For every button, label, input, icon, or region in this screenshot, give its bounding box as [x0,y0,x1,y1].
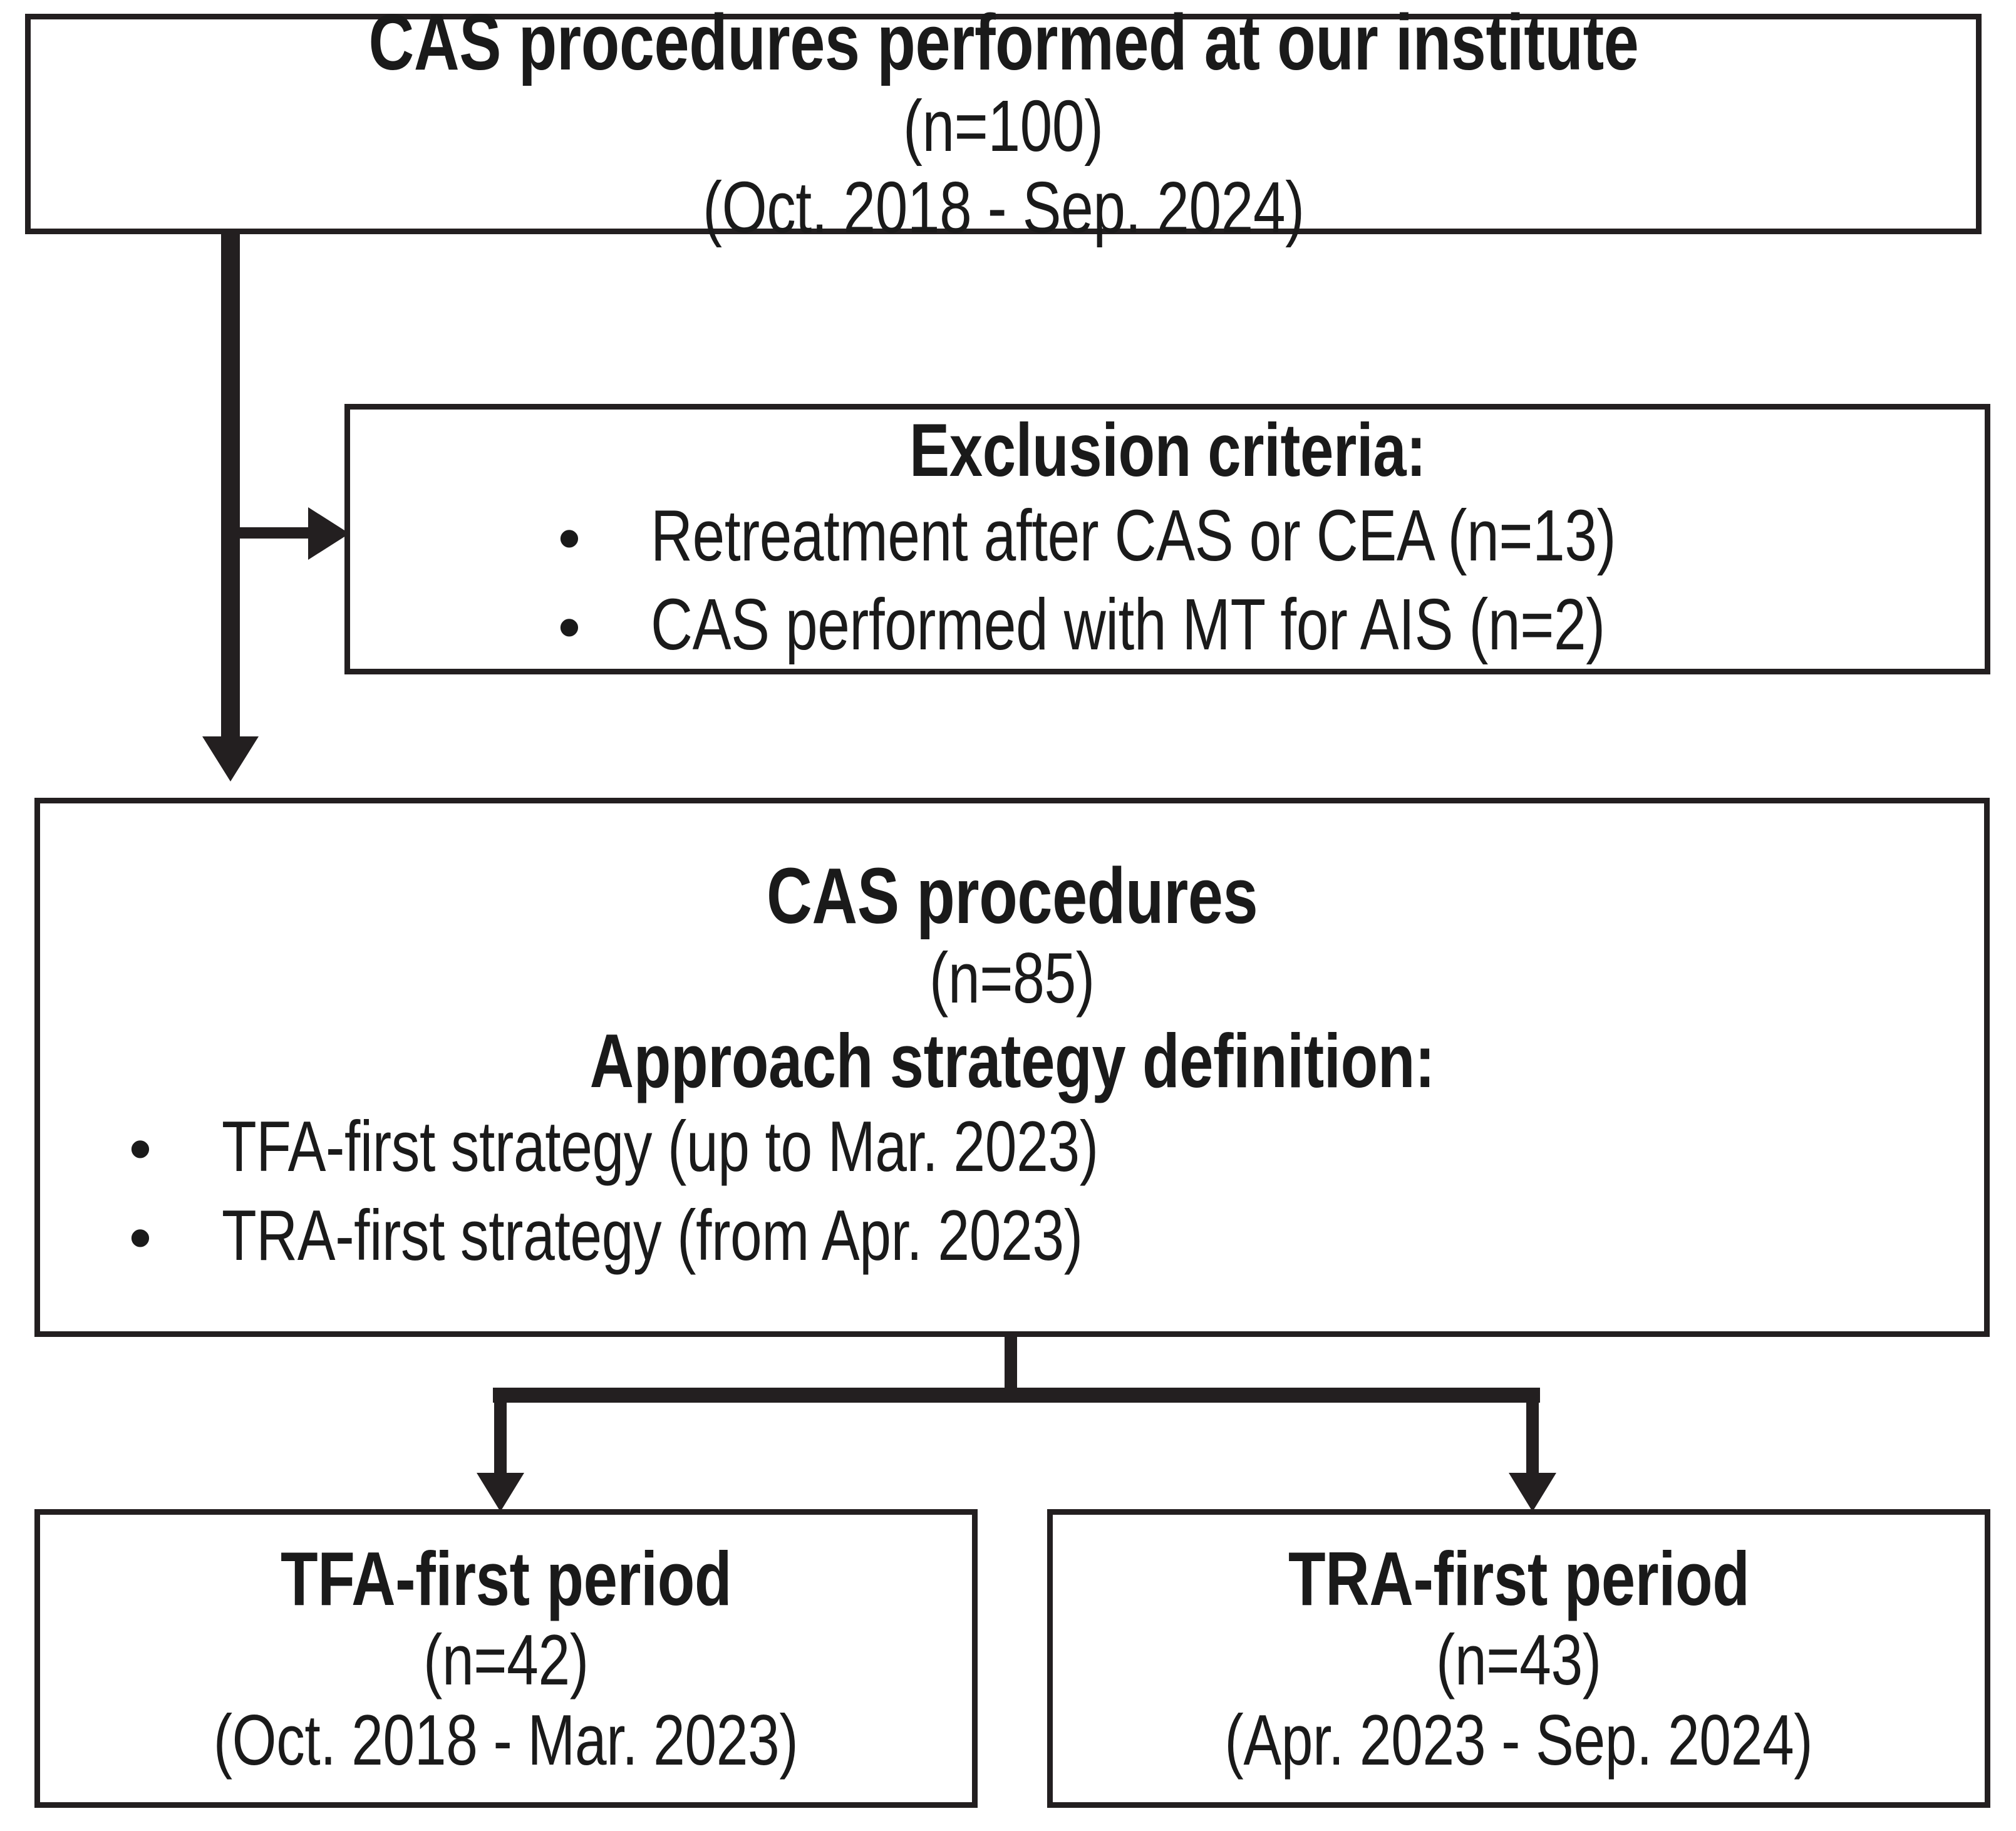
exclusion-item-1: Retreatment after CAS or CEA (n=13) [651,495,1616,577]
box-top-heading: CAS procedures performed at our institut… [368,0,1638,86]
box-tfa-heading: TFA-first period [280,1535,732,1621]
bullet-icon: • [128,1202,152,1275]
connector-trunk-top-to-middle [221,234,240,738]
box-exclusion-heading: Exclusion criteria: [909,408,1426,493]
connector-branch-right [1526,1395,1539,1475]
box-top-count: (n=100) [903,85,1104,167]
exclusion-item-2: CAS performed with MT for AIS (n=2) [651,584,1605,665]
box-tfa-period: (Oct. 2018 - Mar. 2023) [214,1700,799,1780]
strategy-item-2: TRA-first strategy (from Apr. 2023) [222,1196,1083,1276]
box-middle-subheading: Approach strategy definition: [589,1018,1435,1103]
list-item: • Retreatment after CAS or CEA (n=13) [350,492,1985,580]
approach-strategy-list: • TFA-first strategy (up to Mar. 2023) •… [40,1103,1984,1281]
box-cas-procedures: CAS procedures (n=85) Approach strategy … [34,798,1990,1337]
box-tra-period: (Apr. 2023 - Sep. 2024) [1224,1700,1813,1780]
box-tra-heading: TRA-first period [1288,1535,1750,1621]
box-top-period: (Oct. 2018 - Sep. 2024) [702,167,1305,249]
box-middle-count: (n=85) [929,939,1095,1019]
box-exclusion-criteria: Exclusion criteria: • Retreatment after … [344,404,1990,674]
arrow-right-icon [308,507,349,560]
box-tfa-first-period: TFA-first period (n=42) (Oct. 2018 - Mar… [34,1509,978,1808]
bullet-icon: • [557,502,581,575]
bullet-icon: • [557,591,581,664]
connector-stub-to-exclusion [240,527,315,539]
arrow-down-icon [202,736,259,781]
box-tra-count: (n=43) [1436,1620,1601,1700]
list-item: • TFA-first strategy (up to Mar. 2023) [40,1103,1984,1192]
box-tfa-count: (n=42) [423,1620,589,1700]
arrow-down-icon [1509,1473,1556,1512]
list-item: • CAS performed with MT for AIS (n=2) [350,580,1985,669]
strategy-item-1: TFA-first strategy (up to Mar. 2023) [222,1106,1098,1187]
connector-branch-left [494,1395,507,1475]
connector-split-bar [493,1388,1540,1403]
arrow-down-icon [477,1473,524,1512]
box-cas-procedures-performed: CAS procedures performed at our institut… [25,0,1982,248]
exclusion-criteria-list: • Retreatment after CAS or CEA (n=13) • … [350,492,1985,669]
box-tra-first-period: TRA-first period (n=43) (Apr. 2023 - Sep… [1047,1509,1990,1808]
bullet-icon: • [128,1112,152,1185]
box-middle-heading: CAS procedures [766,852,1258,941]
list-item: • TRA-first strategy (from Apr. 2023) [40,1192,1984,1281]
connector-stem-middle [1005,1337,1017,1390]
